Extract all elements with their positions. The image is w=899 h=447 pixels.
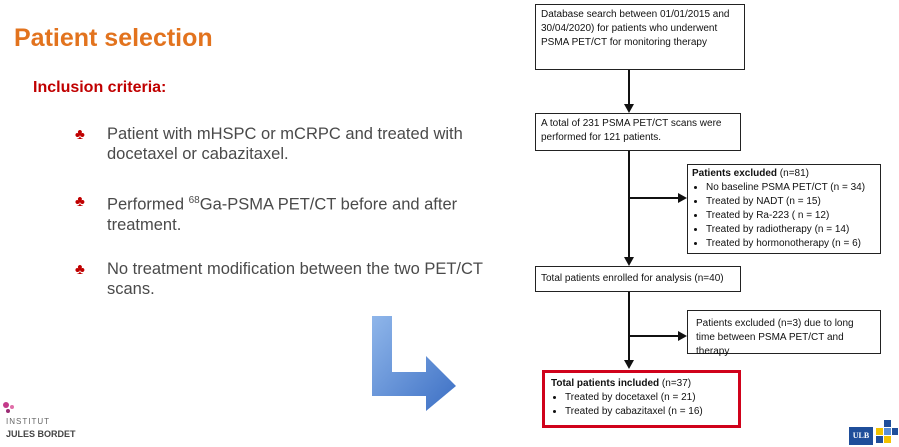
exclusion-item: Treated by Ra-223 ( n = 12) xyxy=(706,209,876,223)
criterion-2: ♣ Performed 68Ga-PSMA PET/CT before and … xyxy=(75,191,505,235)
included-item: Treated by cabazitaxel (n = 16) xyxy=(565,405,732,419)
connector xyxy=(628,197,679,199)
page-title: Patient selection xyxy=(14,24,213,52)
connector xyxy=(628,292,630,362)
flow-step-database-search: Database search between 01/01/2015 and 3… xyxy=(535,4,745,70)
flow-step-enrolled: Total patients enrolled for analysis (n=… xyxy=(535,266,741,292)
ulb-logo-mark-icon xyxy=(876,420,898,443)
criterion-text: Performed 68Ga-PSMA PET/CT before and af… xyxy=(107,195,458,234)
logo-line-2: JULES BORDET xyxy=(6,429,76,439)
arrow-right-icon xyxy=(678,193,687,203)
exclusion-item: Treated by radiotherapy (n = 14) xyxy=(706,223,876,237)
inclusion-criteria-heading: Inclusion criteria: xyxy=(33,79,167,96)
flow-excluded-second: Patients excluded (n=3) due to long time… xyxy=(687,310,881,357)
connector xyxy=(628,335,679,337)
criterion-text: No treatment modification between the tw… xyxy=(107,260,483,298)
logo-mark-icon xyxy=(3,402,14,413)
arrow-right-icon xyxy=(678,331,687,341)
criterion-3: ♣ No treatment modification between the … xyxy=(75,259,505,299)
flow-final-included: Total patients included (n=37) Treated b… xyxy=(542,370,741,428)
arrow-down-icon xyxy=(624,104,634,113)
exclusion-item: Treated by NADT (n = 15) xyxy=(706,195,876,209)
arrow-down-icon xyxy=(624,257,634,266)
criterion-1: ♣ Patient with mHSPC or mCRPC and treate… xyxy=(75,124,505,164)
flow-excluded-first: Patients excluded (n=81) No baseline PSM… xyxy=(687,164,881,254)
ulb-logo-badge: ULB xyxy=(849,427,873,445)
club-bullet-icon: ♣ xyxy=(75,126,85,143)
exclusion-item: No baseline PSMA PET/CT (n = 34) xyxy=(706,181,876,195)
blue-turn-arrow-icon xyxy=(372,316,456,411)
ulb-logo: ULB xyxy=(849,420,899,447)
arrow-down-icon xyxy=(624,360,634,369)
club-bullet-icon: ♣ xyxy=(75,193,85,210)
club-bullet-icon: ♣ xyxy=(75,261,85,278)
exclusion-item: Treated by hormonotherapy (n = 6) xyxy=(706,237,876,251)
included-item: Treated by docetaxel (n = 21) xyxy=(565,391,732,405)
logo-line-1: INSTITUT xyxy=(6,417,50,426)
criterion-text: Patient with mHSPC or mCRPC and treated … xyxy=(107,125,463,163)
connector xyxy=(628,151,630,259)
connector xyxy=(628,70,630,106)
flow-step-total-scans: A total of 231 PSMA PET/CT scans were pe… xyxy=(535,113,741,151)
